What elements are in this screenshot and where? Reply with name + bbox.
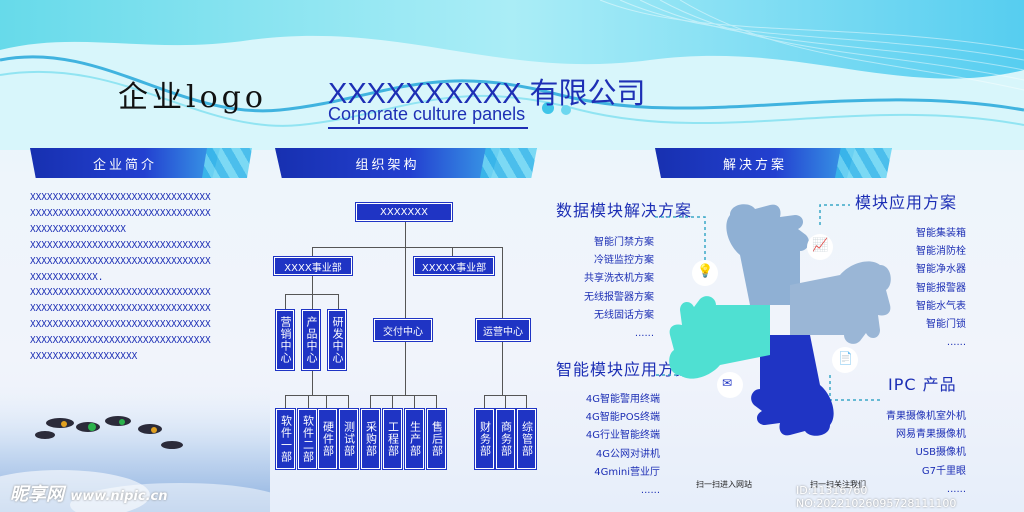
module-application-title: 模块应用方案 <box>855 193 958 212</box>
list-item: 无线报警器方案 <box>584 291 654 303</box>
intro-line: XXXXXXXXXXXXXXXXXXXXXXXXXXXXXXXX <box>30 287 211 299</box>
list-item: 无线固话方案 <box>594 309 654 321</box>
org-dept-business: 商务部 <box>496 409 515 469</box>
list-item: 4G智能警用终端 <box>585 394 660 405</box>
intro-line: XXXXXXXXXXXXXXXXXXXXXXXXXXXXXXXX <box>30 335 211 347</box>
org-operations-center: 运营中心 <box>476 319 530 341</box>
list-item: ...... <box>946 483 966 495</box>
org-root-node: XXXXXXX <box>356 203 452 221</box>
list-item: 共享洗衣机方案 <box>584 273 654 285</box>
list-item: 网易青果摄像机 <box>896 429 966 441</box>
ribbon-decoration <box>835 148 892 178</box>
list-item: 4Gmini营业厅 <box>594 466 660 478</box>
list-item: 智能集装箱 <box>916 228 966 239</box>
module-application-list: 智能集装箱 智能消防栓 智能净水器 智能报警器 智能水气表 智能门锁 .....… <box>896 225 966 352</box>
list-item: ...... <box>634 328 654 340</box>
org-marketing-center: 营销中心 <box>276 310 294 370</box>
intro-section-header: 企业简介 <box>30 148 252 178</box>
chart-icon: 📈 <box>812 238 829 253</box>
watermark-logo: 昵享网 www.nipic.cn <box>10 480 168 506</box>
document-icon: 📄 <box>838 351 853 365</box>
solution-section-title: 解决方案 <box>655 148 855 178</box>
watermark-url: www.nipic.cn <box>70 489 168 504</box>
data-module-title: 数据模块解决方案 <box>556 201 693 220</box>
org-dept-admin: 综管部 <box>517 409 536 469</box>
intro-section-title: 企业简介 <box>30 148 220 178</box>
org-dept-finance: 财务部 <box>475 409 494 469</box>
solution-section-header: 解决方案 <box>655 148 892 178</box>
list-item: G7千里眼 <box>921 465 966 477</box>
mail-icon: ✉ <box>722 376 733 390</box>
list-item: 4G智能POS终端 <box>585 412 660 424</box>
watermark-brand: 昵享网 <box>10 484 64 505</box>
org-delivery-center: 交付中心 <box>374 319 432 341</box>
list-item: 冷链监控方案 <box>594 255 654 267</box>
intro-line: XXXXXXXXXXXXXXXXXXXXXXXXXXXXXXXX <box>30 255 211 267</box>
ipc-products-title: IPC 产品 <box>888 375 957 394</box>
intro-line: XXXXXXXXXXXXXXXXXXXXXXXXXXXXXXXX <box>30 303 211 315</box>
org-division-right: XXXXX事业部 <box>414 257 494 275</box>
intro-text: XXXXXXXXXXXXXXXXXXXXXXXXXXXXXXXX XXXXXXX… <box>30 190 248 365</box>
list-item: 智能消防栓 <box>916 246 966 258</box>
intro-line: XXXXXXXXXXXXXXXXXXXXXXXXXXXXXXXX <box>30 319 211 331</box>
data-module-list: 智能门禁方案 冷链监控方案 共享洗衣机方案 无线报警器方案 无线固话方案 ...… <box>570 234 654 343</box>
list-item: 智能报警器 <box>916 282 966 294</box>
org-dept-hardware: 硬件部 <box>318 409 337 469</box>
list-item: 4G公网对讲机 <box>595 448 660 460</box>
skydivers-photo <box>0 385 270 512</box>
intro-line: XXXXXXXXXXXX. <box>30 271 104 283</box>
intro-line: XXXXXXXXXXXXXXXXXXXXXXXXXXXXXXXX <box>30 207 211 219</box>
list-item: ...... <box>640 485 660 497</box>
intro-line: XXXXXXXXXXXXXXXXXXXXXXXXXXXXXXXX <box>30 239 211 251</box>
lightbulb-icon: 💡 <box>697 264 714 279</box>
org-dept-production: 生产部 <box>405 409 424 469</box>
qr-follow-label: 扫一扫关注我们 <box>810 480 866 489</box>
list-item: 智能门禁方案 <box>594 237 654 248</box>
intro-line: XXXXXXXXXXXXXXXXX <box>30 223 126 235</box>
ribbon-decoration <box>202 148 252 178</box>
intro-line: XXXXXXXXXXXXXXXXXXXXXXXXXXXXXXXX <box>30 192 211 203</box>
ipc-products-list: 青果摄像机室外机 网易青果摄像机 USB摄像机 G7千里眼 ...... <box>862 408 966 499</box>
org-dept-aftersales: 售后部 <box>427 409 446 469</box>
org-division-left: XXXX事业部 <box>274 257 352 275</box>
list-item: 智能净水器 <box>916 264 966 276</box>
watermark-id: ID:11316760 NO:20221026095728111100 <box>796 484 957 510</box>
qr-website-label: 扫一扫进入网站 <box>696 480 752 489</box>
intro-line: XXXXXXXXXXXXXXXXXXX <box>30 351 138 363</box>
org-section-title: 组织架构 <box>275 148 500 178</box>
ribbon-decoration <box>480 148 537 178</box>
company-name: XXXXXXXXXX 有限公司 <box>328 78 646 110</box>
org-dept-software-2: 软件二部 <box>298 409 317 469</box>
list-item: 青果摄像机室外机 <box>886 411 966 422</box>
four-hands-graphic <box>669 204 891 436</box>
header-wave-decoration <box>0 0 1024 150</box>
org-dept-testing: 测试部 <box>339 409 358 469</box>
smart-module-list: 4G智能警用终端 4G智能POS终端 4G行业智能终端 4G公网对讲机 4Gmi… <box>566 391 660 500</box>
company-logo-placeholder: 企业logo <box>118 80 267 115</box>
org-product-center: 产品中心 <box>302 310 320 370</box>
subtitle-underline <box>328 127 528 129</box>
org-dept-purchasing: 采购部 <box>361 409 380 469</box>
list-item: USB摄像机 <box>915 447 966 459</box>
list-item: 智能水气表 <box>916 300 966 312</box>
company-subtitle: Corporate culture panels <box>328 104 526 124</box>
org-dept-engineering: 工程部 <box>383 409 402 469</box>
org-dept-software-1: 软件一部 <box>276 409 295 469</box>
org-rnd-center: 研发中心 <box>328 310 346 370</box>
list-item: 4G行业智能终端 <box>585 430 660 442</box>
org-section-header: 组织架构 <box>275 148 537 178</box>
list-item: ...... <box>946 337 966 349</box>
list-item: 智能门锁 <box>926 319 966 331</box>
